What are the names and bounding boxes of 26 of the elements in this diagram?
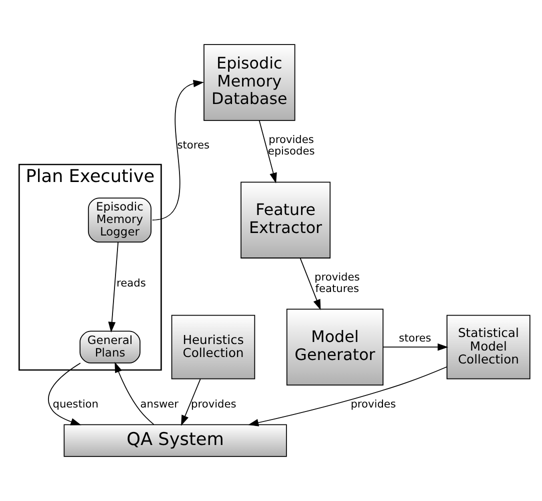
- node-box: Model Generator: [286, 308, 384, 386]
- node-box: Heuristics Collection: [171, 314, 256, 380]
- arrow: [258, 120, 277, 184]
- arrow: [382, 343, 448, 351]
- arrow: [152, 80, 204, 220]
- node-box: Episodic Memory Database: [204, 44, 296, 121]
- arrow: [108, 242, 118, 332]
- node-box: Episodic Memory Logger: [88, 198, 152, 243]
- arrow: [48, 362, 82, 426]
- edge-label: provides episodes: [268, 134, 315, 158]
- node-box: Statistical Model Collection: [446, 314, 530, 380]
- arrow: [114, 362, 154, 425]
- edge-label: question: [52, 398, 98, 411]
- node-box: General Plans: [80, 330, 140, 364]
- arrow: [181, 378, 201, 426]
- edge-label: stores: [398, 332, 432, 344]
- node-box: QA System: [64, 424, 287, 457]
- edge-label: reads: [116, 277, 146, 290]
- edge-label: stores: [177, 140, 210, 152]
- arrow: [300, 258, 321, 310]
- edge-label: answer: [140, 398, 179, 411]
- edge-label: provides features: [314, 272, 360, 296]
- node-box: Feature Extractor: [240, 182, 331, 258]
- edge-label: provides: [350, 398, 396, 411]
- edge-label: provides: [191, 398, 236, 411]
- arrow: [248, 366, 448, 426]
